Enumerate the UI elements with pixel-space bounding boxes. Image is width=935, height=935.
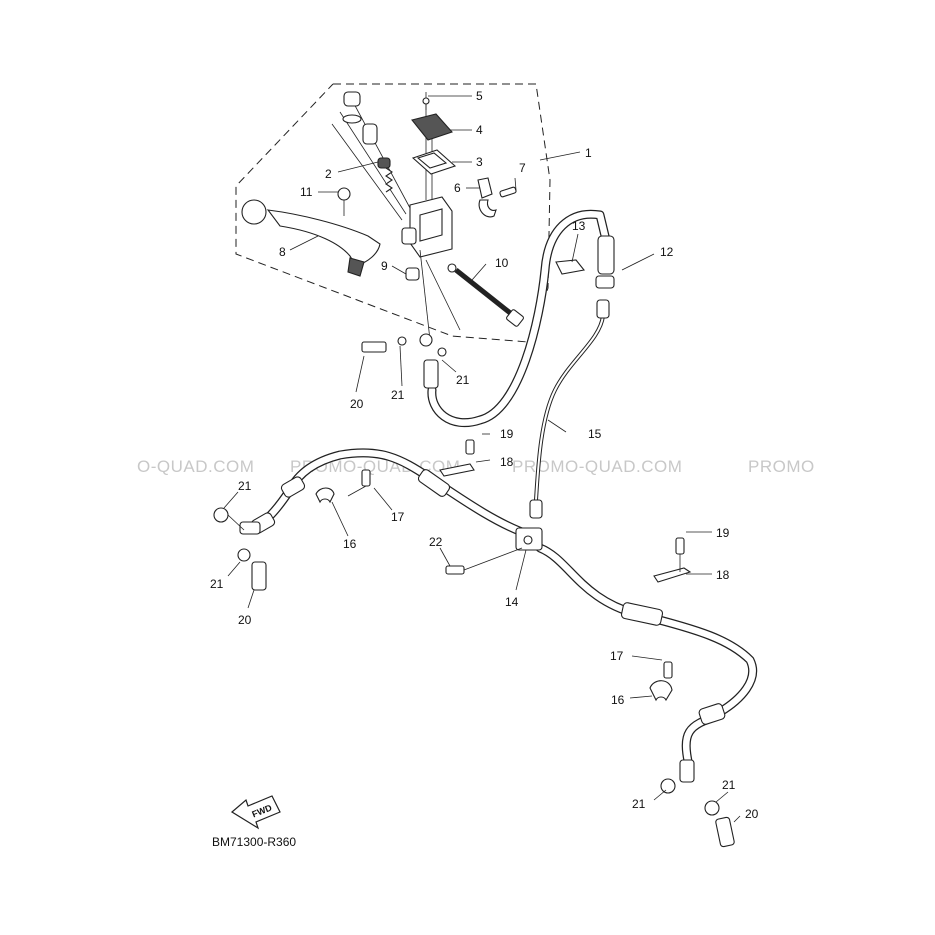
hose-clamp <box>315 487 335 504</box>
callout-3: 3 <box>476 155 483 169</box>
watermark-text: PROMO-QUAD.COM <box>512 457 682 476</box>
callout-19: 19 <box>716 526 730 540</box>
copper-washer <box>660 778 676 794</box>
piston-seal <box>377 157 391 169</box>
brake-switch <box>506 309 524 327</box>
callout-17: 17 <box>610 649 624 663</box>
clamp-holder <box>477 177 497 218</box>
callout-21: 21 <box>391 388 405 402</box>
cap-screw <box>422 97 430 105</box>
callout-21: 21 <box>632 797 646 811</box>
piston <box>362 123 378 145</box>
callout-20: 20 <box>238 613 252 627</box>
holder-bolt <box>499 186 517 198</box>
leader-lines <box>223 95 741 823</box>
callout-labels: 1 2 3 4 5 6 7 8 9 10 11 12 13 14 15 16 1… <box>210 89 759 821</box>
reservoir-cap <box>411 113 453 141</box>
callout-20: 20 <box>745 807 759 821</box>
callout-18: 18 <box>500 455 514 469</box>
callout-9: 9 <box>381 259 388 273</box>
callout-14: 14 <box>505 595 519 609</box>
hose-bracket <box>555 259 586 275</box>
clip-bolt <box>465 439 475 455</box>
callout-13: 13 <box>572 219 586 233</box>
union-bolt <box>715 816 735 848</box>
callout-11: 11 <box>300 185 313 199</box>
part-code: BM71300-R360 <box>212 835 296 849</box>
union-bolt <box>361 341 387 353</box>
clamp-bolt <box>663 661 673 679</box>
banjo-fitting <box>679 759 695 783</box>
piston-cup <box>343 91 361 107</box>
callout-16: 16 <box>611 693 625 707</box>
callout-6: 6 <box>454 181 461 195</box>
union-bolt <box>251 561 267 591</box>
callout-20: 20 <box>350 397 364 411</box>
joint-bolt <box>445 565 465 575</box>
callout-15: 15 <box>588 427 602 441</box>
callout-12: 12 <box>660 245 674 259</box>
assembly-outline <box>235 83 551 343</box>
nut <box>405 267 420 281</box>
hose-joint <box>597 235 615 275</box>
pivot-bolt <box>337 187 351 201</box>
callout-18: 18 <box>716 568 730 582</box>
lever-knob <box>241 199 267 225</box>
callout-22: 22 <box>429 535 443 549</box>
hose-clip <box>439 463 475 477</box>
copper-washer <box>213 507 229 523</box>
brake-pipe-end <box>596 299 610 319</box>
circlip <box>342 114 362 124</box>
copper-washer <box>704 800 720 816</box>
fwd-arrow: FWD <box>230 795 281 830</box>
clamp-bolt <box>361 469 371 487</box>
callout-21: 21 <box>722 778 736 792</box>
callout-2: 2 <box>325 167 332 181</box>
callout-21: 21 <box>456 373 470 387</box>
callout-16: 16 <box>343 537 357 551</box>
callout-10: 10 <box>495 256 509 270</box>
copper-washer <box>397 336 407 346</box>
callout-4: 4 <box>476 123 483 137</box>
callout-21: 21 <box>238 479 252 493</box>
callout-17: 17 <box>391 510 405 524</box>
copper-washer <box>437 347 447 357</box>
callout-19: 19 <box>500 427 514 441</box>
watermark-text: PROMO <box>748 457 815 476</box>
callout-1: 1 <box>585 146 592 160</box>
clip-bolt <box>675 537 685 555</box>
banjo-fitting <box>423 359 439 389</box>
watermark-text: O-QUAD.COM <box>137 457 254 476</box>
callout-7: 7 <box>519 161 526 175</box>
piston-spring <box>385 167 393 193</box>
callout-21: 21 <box>210 577 224 591</box>
copper-washer <box>237 548 251 562</box>
hose-clip <box>653 567 692 583</box>
callout-5: 5 <box>476 89 483 103</box>
callout-8: 8 <box>279 245 286 259</box>
brake-lever <box>266 209 381 267</box>
hose-clamp <box>649 680 673 702</box>
watermark: O-QUAD.COM PROMO-QUAD.COM PROMO-QUAD.COM… <box>137 457 815 476</box>
